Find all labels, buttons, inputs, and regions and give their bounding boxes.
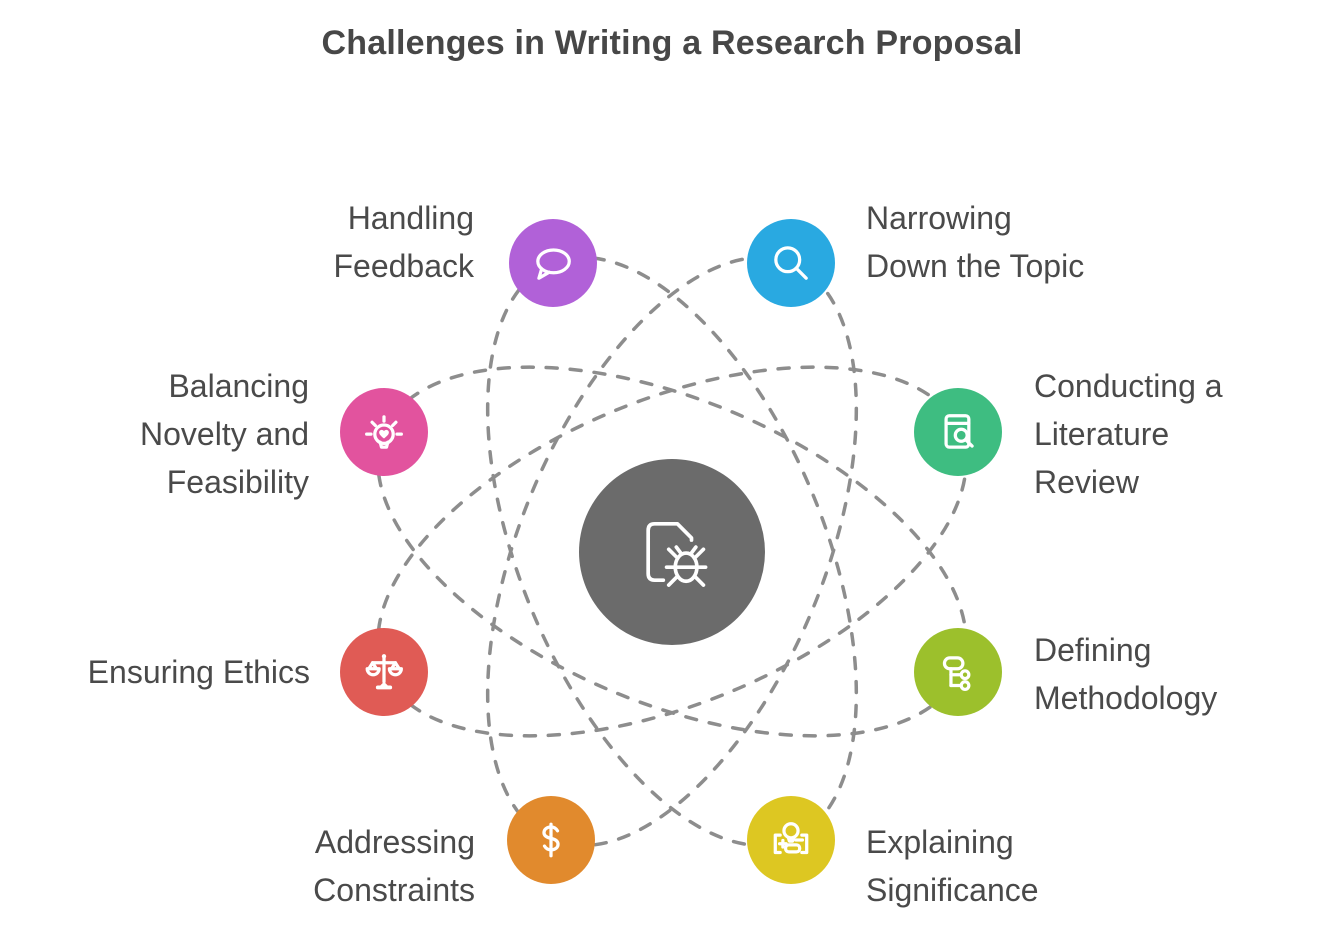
label-narrowing-down-topic: Narrowing Down the Topic xyxy=(866,200,1085,284)
label-explaining-significance: Explaining Significance xyxy=(866,824,1039,908)
node-addressing-constraints xyxy=(507,796,595,884)
label-defining-methodology: Defining Methodology xyxy=(1034,632,1218,716)
node-defining-methodology xyxy=(914,628,1002,716)
label-addressing-constraints: Addressing Constraints xyxy=(313,824,475,908)
node-balancing-novelty xyxy=(340,388,428,476)
book-search-icon xyxy=(944,414,974,449)
label-balancing-novelty: Balancing Novelty and Feasibility xyxy=(140,368,309,500)
node-narrowing-topic xyxy=(747,219,835,307)
chat-icon xyxy=(536,248,571,280)
label-literature-review: Conducting a Literature Review xyxy=(1034,368,1223,500)
center-node xyxy=(579,459,765,645)
idea-evaluation-icon xyxy=(773,822,809,855)
label-ensuring-ethics: Ensuring Ethics xyxy=(87,654,310,690)
lightbulb-rays-icon xyxy=(365,415,403,449)
page-title: Challenges in Writing a Research Proposa… xyxy=(321,24,1023,62)
search-icon xyxy=(774,246,808,280)
flowchart-icon xyxy=(942,656,971,691)
dollar-icon xyxy=(542,822,560,858)
node-explaining-significance xyxy=(747,796,835,884)
scales-icon xyxy=(365,654,403,690)
node-ensuring-ethics xyxy=(340,628,428,716)
label-handling-feedback: Handling Feedback xyxy=(333,200,474,284)
file-bug-icon xyxy=(646,521,708,587)
node-literature-review xyxy=(914,388,1002,476)
node-handling-feedback xyxy=(509,219,597,307)
